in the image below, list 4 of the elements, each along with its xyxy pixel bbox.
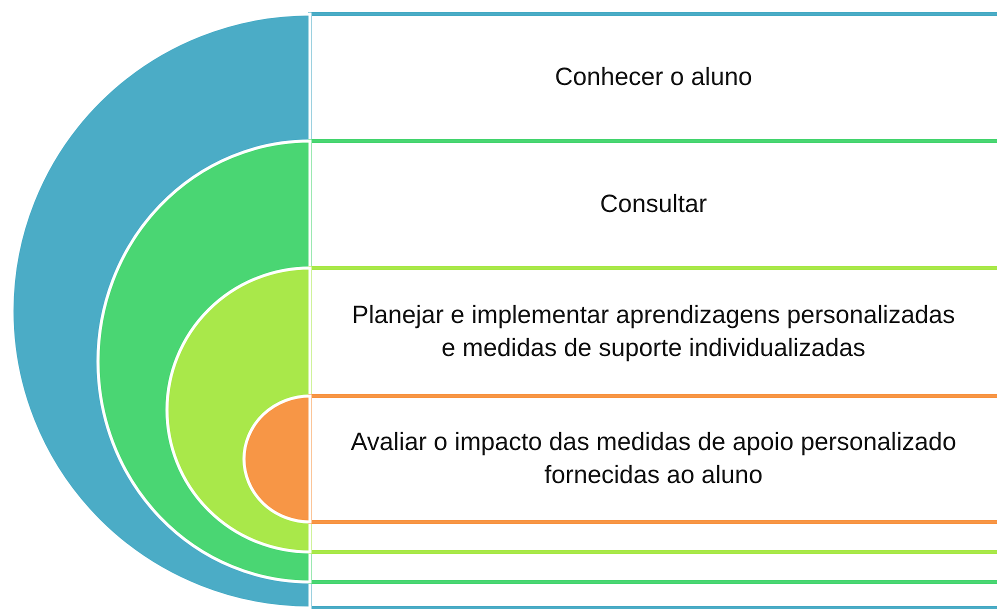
step-text: Planejar e implementar aprendizagens personalizadas e medidas de suporte individualizadas <box>350 300 956 364</box>
step-text: Consultar <box>600 189 707 220</box>
step-text: Conhecer o aluno <box>554 62 752 93</box>
step-text: Avaliar o impacto das medidas de apoio personalizado fornecidas ao aluno <box>350 427 957 491</box>
